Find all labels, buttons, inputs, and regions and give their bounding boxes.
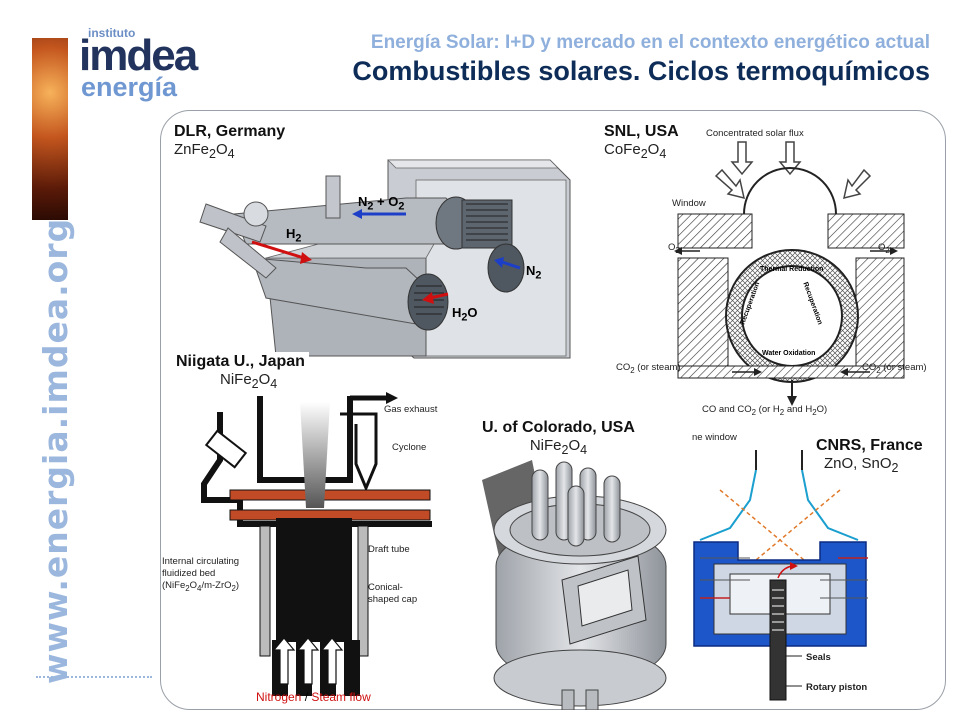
reactor-title-snl: SNL, USA [604, 123, 679, 140]
content-frame [160, 110, 946, 710]
reactor-title-niigata: Niigata U., Japan [176, 353, 305, 370]
label-solar-flux: Concentrated solar flux [706, 128, 804, 139]
dotted-divider [36, 676, 152, 678]
label-n2: N2 [526, 263, 542, 282]
label-cyclone: Cyclone [392, 442, 427, 453]
label-fluidized-bed: Internal circulating fluidized bed (NiFe… [162, 556, 240, 593]
label-co2-left: CO2 (or steam) [616, 362, 681, 375]
reactor-title-cnrs: CNRS, France [816, 437, 923, 454]
reactor-formula-cnrs: ZnO, SnO2 [824, 455, 899, 475]
label-rotary-piston: Rotary piston [806, 682, 868, 693]
colorado-reactor-illustration [482, 460, 667, 710]
ring-label-bottom: Water Oxidation [762, 350, 816, 357]
label-gas-exhaust: Gas exhaust [384, 404, 438, 415]
label-window: Window [672, 198, 706, 209]
niigata-reactor-diagram [201, 392, 432, 696]
label-o2-left: O2 [668, 242, 680, 255]
logo-imdea: imdea [79, 31, 198, 80]
reactor-title-dlr: DLR, Germany [174, 123, 286, 140]
logo-instituto: instituto [88, 26, 136, 40]
logo-energia: energía [81, 72, 178, 102]
label-flow: Nitrogen / Steam flow [256, 690, 371, 704]
label-h2: H2 [286, 226, 302, 245]
snl-reactor-diagram [674, 141, 905, 406]
label-n2-o2: N2 + O2 [358, 194, 405, 213]
label-conical-cap: Conical-shaped cap [368, 582, 418, 605]
slide-subtitle: Energía Solar: I+D y mercado en el conte… [370, 32, 930, 53]
ring-label-top: Thermal Reduction [760, 266, 824, 273]
dlr-reactor-illustration [199, 159, 571, 359]
label-seals: Seals [806, 652, 831, 663]
label-o2-right: O2 [878, 242, 890, 255]
reactor-formula-snl: CoFe2O4 [604, 141, 667, 161]
cnrs-reactor-diagram [693, 450, 868, 701]
slide-title: Combustibles solares. Ciclos termoquímic… [352, 56, 930, 86]
label-h2o: H2O [452, 305, 478, 324]
website-url: www.energia.imdea.org [36, 217, 75, 684]
label-co2-right: CO2 (or steam) [862, 362, 927, 375]
label-draft-tube: Draft tube [368, 544, 410, 555]
label-snl-products: CO and CO2 (or H2 and H2O) [702, 404, 828, 417]
reactor-formula-colorado: NiFe2O4 [529, 437, 588, 457]
decorative-strip [32, 38, 68, 220]
reactor-title-colorado: U. of Colorado, USA [482, 419, 635, 436]
reactor-formula-dlr: ZnFe2O4 [174, 141, 235, 161]
reactor-formula-niigata: NiFe2O4 [220, 371, 278, 391]
label-cnrs-window: ne window [692, 432, 737, 443]
